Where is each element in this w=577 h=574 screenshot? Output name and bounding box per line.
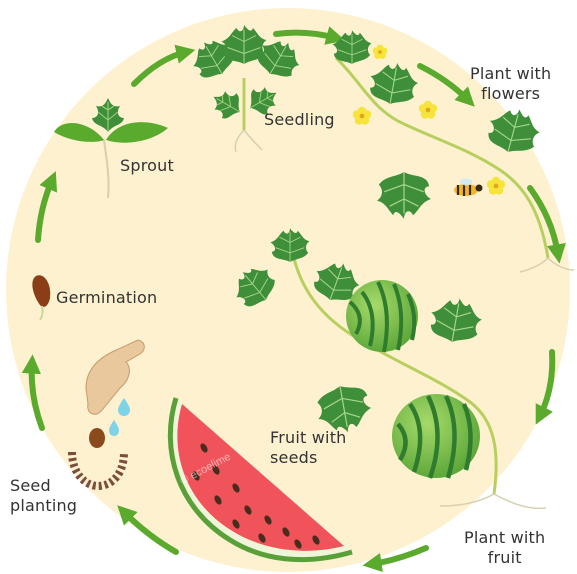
label-fruit-with-seeds: Fruit with seeds <box>270 428 347 468</box>
label-germination: Germination <box>56 288 157 308</box>
label-plant-with-flowers: Plant with flowers <box>470 64 551 104</box>
watermelon-icon <box>392 394 480 478</box>
label-sprout: Sprout <box>120 156 174 176</box>
seed-icon <box>89 428 105 448</box>
label-seed-planting: Seed planting <box>10 476 77 516</box>
label-plant-with-fruit: Plant with fruit <box>464 528 545 568</box>
label-seedling: Seedling <box>264 110 335 130</box>
watermelon-icon <box>346 280 418 352</box>
